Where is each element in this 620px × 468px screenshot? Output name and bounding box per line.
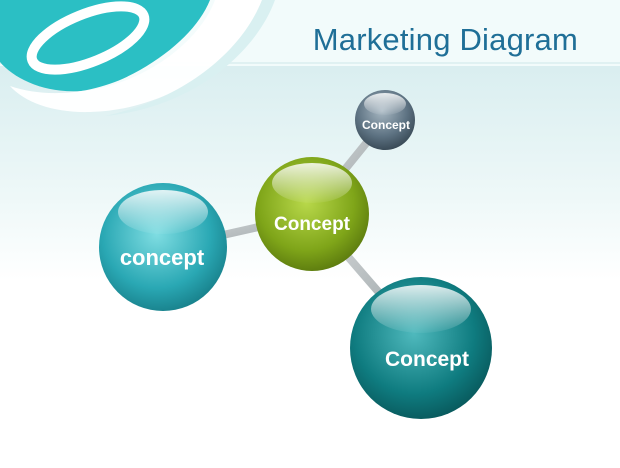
swirl-decoration — [0, 0, 275, 116]
concept-node-bottom-label: Concept — [385, 348, 469, 371]
slide-title: Marketing Diagram — [312, 22, 578, 57]
concept-node-center: Concept — [255, 157, 369, 271]
concept-node-bottom: Concept — [350, 277, 492, 419]
concept-node-center-label: Concept — [274, 214, 351, 235]
concept-node-left: concept — [99, 183, 227, 311]
concept-node-left-label: concept — [120, 245, 205, 270]
concept-node-top: Concept — [355, 90, 415, 150]
concept-node-top-label: Concept — [362, 118, 410, 132]
